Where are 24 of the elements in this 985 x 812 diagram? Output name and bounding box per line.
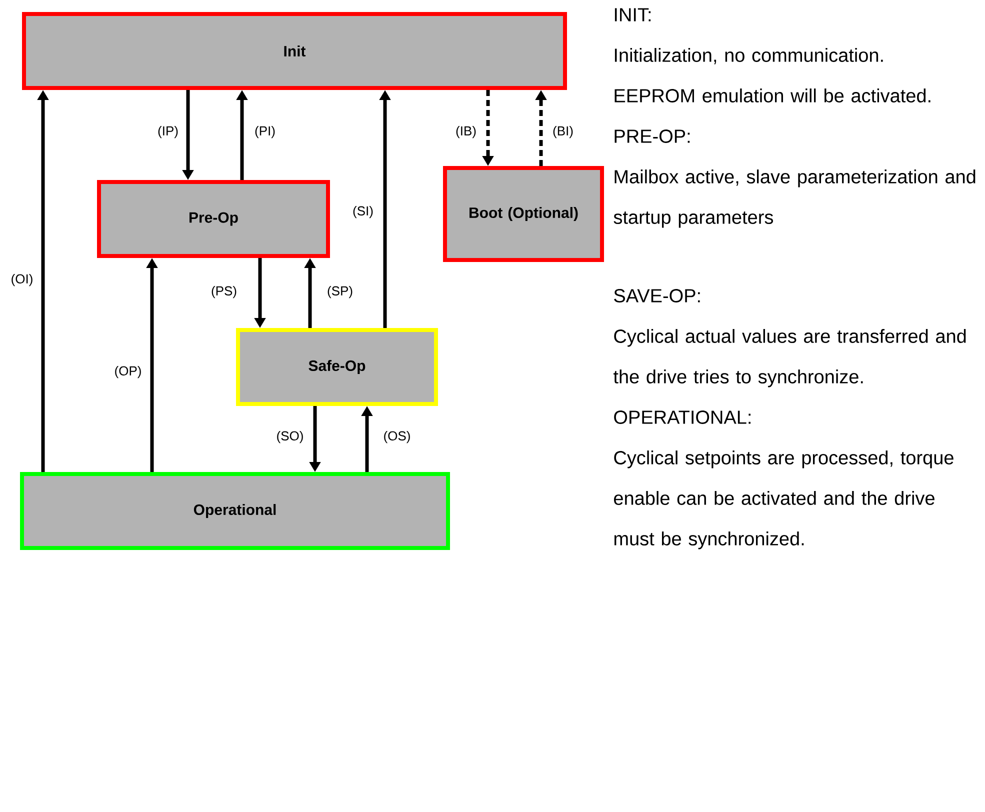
description-text: EEPROM emulation will be activated. bbox=[614, 88, 930, 102]
edge-label: (IB) bbox=[454, 124, 478, 140]
edge-label: (IP) bbox=[156, 124, 180, 140]
description-text: Cyclical setpoints are processed, torque enable can be activated and the drive must be synchronized. bbox=[614, 450, 954, 550]
edge-label: (OI) bbox=[10, 272, 34, 288]
edge-label: (OP) bbox=[113, 364, 143, 380]
description-text: Cyclical actual values are transferred and the drive tries to synchronize. bbox=[614, 329, 966, 388]
edge-label: (PI) bbox=[254, 124, 276, 140]
state-heading: OPERATIONAL: bbox=[614, 410, 750, 424]
description-text: Initialization, no communication. bbox=[614, 48, 883, 64]
edge-label: (OS) bbox=[382, 430, 412, 444]
state-box: Operational bbox=[20, 472, 450, 550]
state-heading: INIT: bbox=[614, 8, 651, 22]
state-box: Init bbox=[22, 12, 567, 90]
edge-label: (SP) bbox=[326, 284, 354, 300]
state-heading: SAVE-OP: bbox=[614, 289, 700, 302]
state-box: Safe-Op bbox=[236, 328, 438, 406]
edge-label: (SI) bbox=[352, 204, 374, 220]
state-box: Boot (Optional) bbox=[443, 166, 604, 262]
edge-label: (PS) bbox=[210, 284, 238, 300]
state-box: Pre-Op bbox=[97, 180, 330, 258]
state-heading: PRE-OP: bbox=[614, 130, 690, 143]
edge-label: (SO) bbox=[275, 430, 305, 444]
edge-label: (BI) bbox=[552, 124, 574, 140]
